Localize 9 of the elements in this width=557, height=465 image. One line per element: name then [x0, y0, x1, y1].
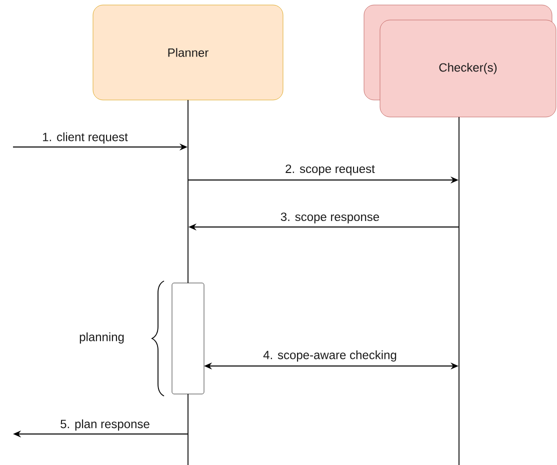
edge-label: 2. scope request: [284, 164, 376, 176]
edge-label: 3. scope response: [279, 212, 381, 224]
participant-box: Planner: [92, 4, 284, 100]
bracket-label: planning: [80, 332, 124, 344]
edge-label: 1. client request: [41, 131, 129, 145]
edge-label: 5. plan response: [59, 418, 151, 432]
edge-label: 4. scope-aware checking: [262, 349, 398, 363]
activation-bar: [172, 282, 204, 394]
stacked-participant-box: Checker(s): [364, 4, 556, 118]
